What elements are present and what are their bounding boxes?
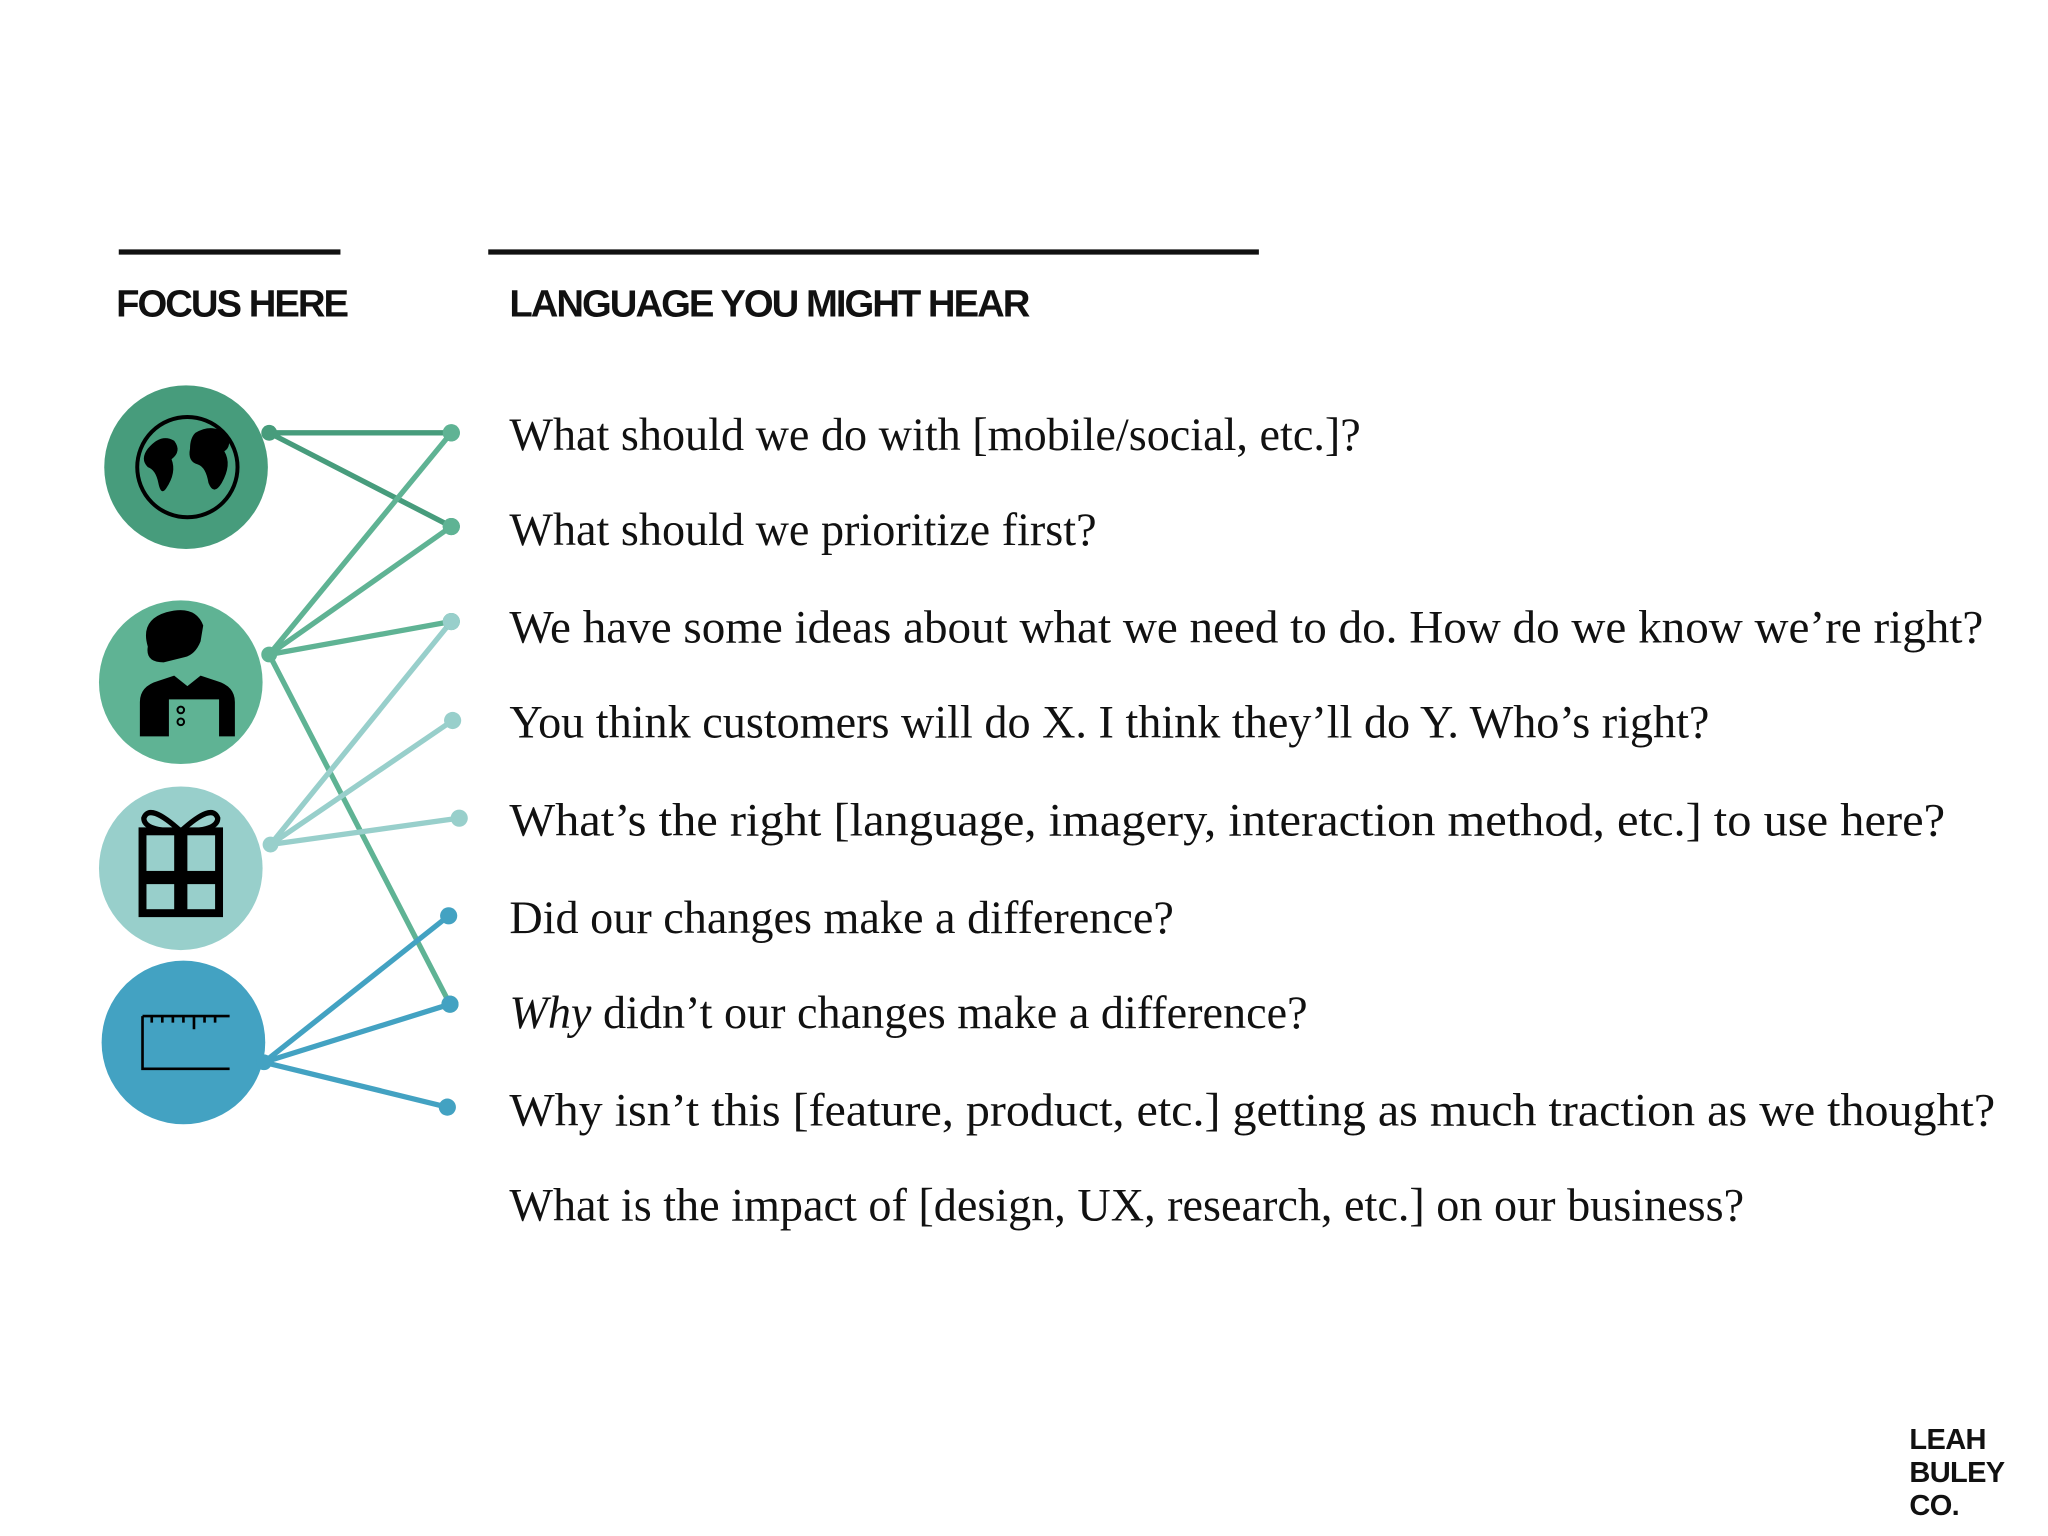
question-1: What should we do with [mobile/social, e…: [509, 409, 1360, 460]
question-9: What is the impact of [design, UX, resea…: [509, 1180, 1744, 1231]
svg-text:LEAH: LEAH: [1909, 1424, 1985, 1456]
question-7-emphasis: Why: [509, 987, 592, 1038]
connection-lines: [262, 430, 460, 1110]
gift-icon: [138, 809, 224, 918]
question-node: [442, 517, 460, 536]
connection-nodes: [256, 424, 468, 1116]
globe-icon: [135, 415, 240, 520]
question-node: [442, 424, 460, 442]
person-icon: [139, 610, 235, 737]
connection-line: [267, 430, 453, 529]
focus-header: FOCUS HERE: [116, 283, 348, 326]
logo: LEAH BULEY CO.: [1909, 1424, 2005, 1522]
question-node: [444, 711, 462, 730]
focus-node: [261, 424, 278, 441]
question-3: We have some ideas about what we need to…: [509, 602, 1983, 653]
connection-line: [263, 1001, 451, 1065]
question-node: [440, 907, 458, 925]
question-6: Did our changes make a difference?: [509, 892, 1173, 943]
connection-line: [268, 619, 454, 847]
connection-line: [268, 618, 452, 658]
connection-line: [267, 431, 454, 657]
svg-text:BULEY: BULEY: [1909, 1457, 2004, 1489]
question-7: Why didn’t our changes make a difference…: [509, 987, 1307, 1038]
question-4: You think customers will do X. I think t…: [509, 697, 1709, 748]
svg-text:CO.: CO.: [1909, 1490, 1959, 1522]
question-8: Why isn’t this [feature, product, etc.] …: [509, 1085, 1995, 1136]
connection-line: [262, 913, 451, 1065]
question-5: What’s the right [language, imagery, int…: [509, 794, 1945, 845]
focus-node: [262, 836, 279, 853]
ruler-icon: [141, 1014, 230, 1071]
language-header: LANGUAGE YOU MIGHT HEAR: [509, 283, 1029, 326]
connection-line: [269, 718, 455, 847]
focus-circle-globe: [104, 385, 268, 549]
connection-line: [266, 653, 453, 1006]
connection-line: [263, 1059, 448, 1110]
focus-node: [256, 1054, 272, 1071]
question-node: [441, 995, 459, 1013]
question-node: [450, 809, 468, 827]
focus-circle-ruler: [101, 960, 266, 1125]
focus-node: [261, 646, 278, 663]
question-node: [438, 1098, 456, 1116]
question-7-rest: didn’t our changes make a difference?: [591, 987, 1307, 1038]
connection-line: [267, 524, 453, 657]
connection-line: [270, 815, 460, 848]
question-2: What should we prioritize first?: [509, 504, 1096, 555]
question-node: [442, 612, 460, 631]
